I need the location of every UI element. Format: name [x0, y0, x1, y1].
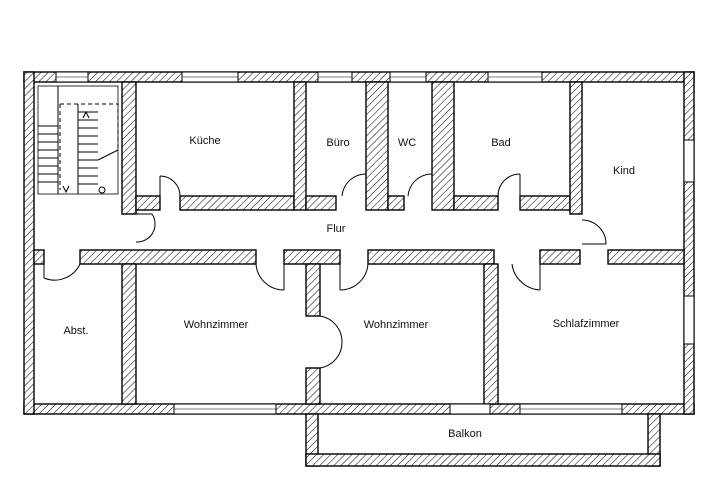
- staircase: [37, 85, 119, 195]
- room-label-bad: Bad: [491, 137, 511, 149]
- doors: [43, 173, 607, 369]
- room-label-balkon: Balkon: [448, 428, 482, 440]
- room-labels: Küche Büro WC Bad Kind Flur Abst. Wohnzi…: [63, 135, 635, 440]
- room-label-kind: Kind: [613, 165, 635, 177]
- room-label-flur: Flur: [327, 223, 346, 235]
- windows: [55, 71, 695, 415]
- room-label-schlafzimmer: Schlafzimmer: [553, 318, 620, 330]
- balkon-walls: [305, 413, 661, 467]
- room-label-kueche: Küche: [189, 135, 220, 147]
- room-label-wc: WC: [398, 137, 416, 149]
- room-label-wohnzimmer-2: Wohnzimmer: [364, 319, 429, 331]
- room-label-wohnzimmer-1: Wohnzimmer: [184, 319, 249, 331]
- exterior-walls: [23, 71, 695, 415]
- interior-walls: [33, 81, 685, 405]
- room-label-buero: Büro: [326, 137, 349, 149]
- room-label-abst: Abst.: [63, 325, 88, 337]
